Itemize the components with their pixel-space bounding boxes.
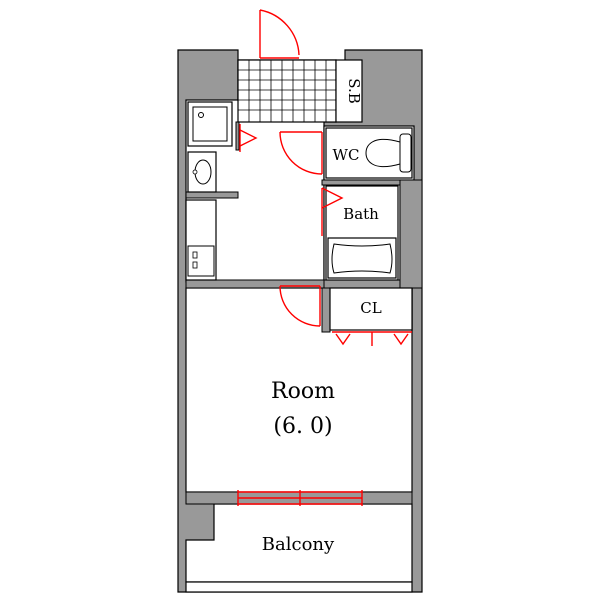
bathtub [331,243,393,274]
kitchen-counter [185,199,217,281]
hall-door [239,124,258,152]
washer-space [187,101,233,147]
closet: CL [329,287,413,331]
bath-label: Bath [343,205,379,223]
bath: Bath [325,185,399,281]
balcony-window [237,490,363,506]
room-label: Room [271,379,335,404]
closet-label: CL [360,299,381,317]
closet-doors [332,331,412,346]
bath-door [321,187,344,236]
entrance-door [259,9,300,59]
toilet: WC [325,127,413,179]
washbasin [187,151,217,193]
storage-box-label: S.B [345,78,363,104]
wc-door [279,131,323,175]
room-size-label: (6. 0) [273,414,332,439]
doors [239,9,412,346]
balcony-label: Balcony [262,534,335,555]
room-door [279,285,321,327]
shoe-storage: S.B [237,59,363,123]
wc-label: WC [333,146,360,164]
